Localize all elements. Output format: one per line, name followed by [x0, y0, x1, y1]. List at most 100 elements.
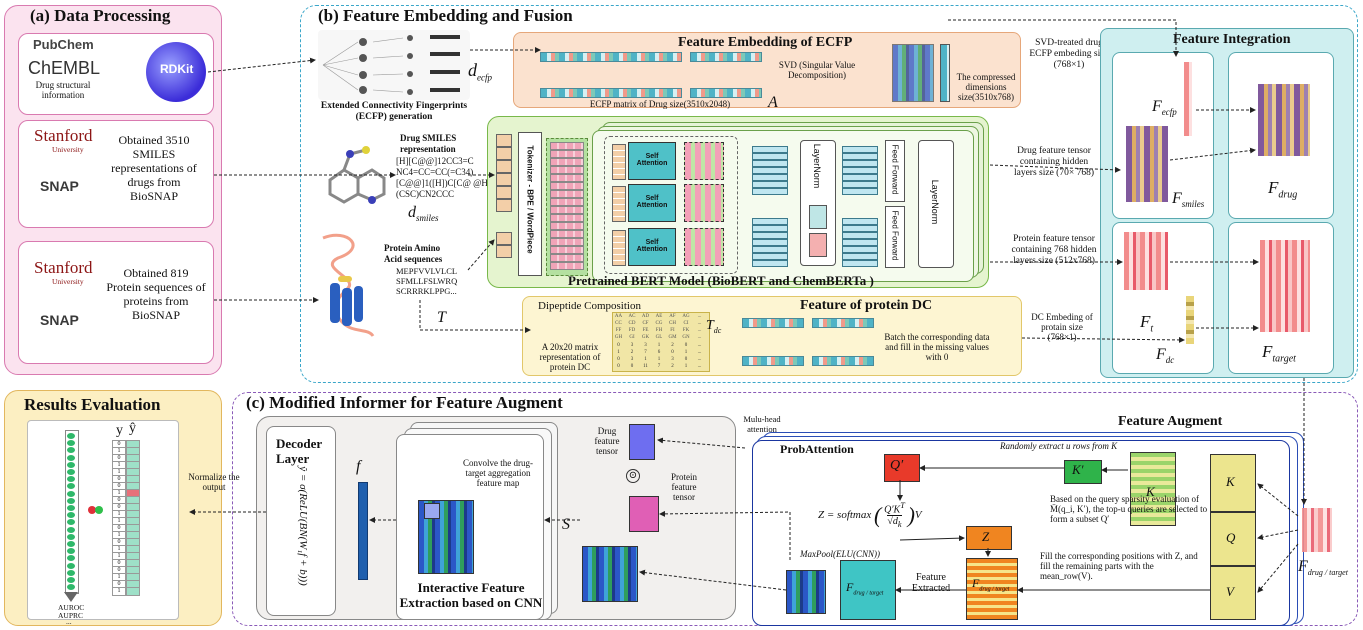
- panel-a-title: (a) Data Processing: [30, 6, 171, 25]
- arrow-protein-token: [467, 239, 495, 271]
- dc-header-cell: GH: [614, 335, 623, 340]
- dc-batch-row-4: [812, 356, 874, 366]
- bert-output-cell: [842, 218, 878, 225]
- bert-output-cell: [752, 253, 788, 260]
- f-vector: [358, 482, 368, 580]
- d-smiles-label: dsmiles: [408, 204, 439, 223]
- dc-value-cell: 3: [671, 357, 674, 362]
- v-label: V: [1226, 584, 1234, 599]
- dc-header-cell: CI: [683, 321, 689, 326]
- svd-treated-label: SVD-treated drug ECFP embeding size (768…: [1029, 38, 1109, 70]
- feature-augment-title: Feature Augment: [1118, 414, 1223, 429]
- smiles-heatmap: [1126, 126, 1168, 202]
- arrow-dc-embed: [1021, 336, 1185, 343]
- embedding-cell: [550, 246, 584, 254]
- prediction-dot: [67, 555, 75, 562]
- drug-molecule-image: [320, 140, 392, 210]
- dc-header-cell: GN: [682, 335, 690, 340]
- F-ecfp-main: F: [1152, 98, 1162, 115]
- dc-matrix-text: A 20x20 matrix representation of protein…: [539, 342, 601, 372]
- embedding-cell: [550, 142, 584, 150]
- embedding-cell: [550, 222, 584, 230]
- dc-header-cell: GK: [641, 335, 650, 340]
- rdkit-logo: RDKit: [146, 42, 206, 102]
- ecfp-embedding-title: Feature Embedding of ECFP: [678, 35, 853, 50]
- self-attention-label: Self Attention: [636, 195, 668, 209]
- svd-label: SVD (Singular Value Decomposition): [778, 60, 856, 80]
- F-ecfp-sub: ecfp: [1161, 107, 1177, 118]
- dc-value-cell: 0: [684, 357, 688, 362]
- bert-output-cell: [842, 160, 878, 167]
- embedding-cell: [550, 166, 584, 174]
- input-token: [496, 245, 512, 258]
- layernorm-block-2: LayerNorm: [918, 140, 954, 268]
- pubchem-logo: PubChem: [33, 37, 94, 52]
- F-ecfp-label: Fecfp: [1152, 98, 1177, 117]
- dc-header-cell: CH: [669, 321, 676, 326]
- drug-tensor-label: Drug feature tensor containing hidden la…: [1013, 146, 1094, 178]
- attention-cells-left: [612, 186, 626, 222]
- chembl-logo: ChEMBL: [28, 58, 101, 78]
- stanford-university-label-2: University: [52, 277, 84, 286]
- dc-embed-label: DC Embeding of protain size (768×1): [1031, 312, 1093, 342]
- dc-header-cell: GL: [655, 335, 663, 340]
- input-token: [496, 134, 512, 147]
- arrow-to-q: [1257, 529, 1299, 540]
- q-label: Q: [1226, 530, 1236, 545]
- snap-logo: SNAP: [40, 178, 79, 194]
- bert-output-cell: [752, 225, 788, 232]
- dc-value-cell: 1: [617, 350, 620, 355]
- q-prime-label: Q′: [890, 458, 904, 473]
- attention-group-box: [604, 136, 738, 274]
- F-target-sub: target: [1272, 353, 1296, 365]
- bert-output-cell: [752, 188, 788, 195]
- input-token: [496, 147, 512, 160]
- source-stanford-protein-box: [18, 241, 214, 364]
- embedding-cell: [550, 150, 584, 158]
- f-out-main: F: [846, 580, 854, 594]
- rdkit-logo-text: RDKit: [160, 62, 194, 76]
- feed-forward-block-2: Feed Forward: [885, 206, 905, 268]
- dc-value-cell: 1: [684, 350, 688, 355]
- f-dt-sub: drug / target: [1307, 568, 1348, 578]
- random-extract-text: Randomly extract u rows from K: [1000, 441, 1118, 451]
- dc-value-cell: 0: [617, 343, 620, 348]
- F-dc-label: Fdc: [1156, 346, 1174, 365]
- dc-header-cell: FI: [670, 328, 675, 333]
- dc-header-cell: CC: [615, 321, 622, 326]
- arrow-to-v: [1257, 543, 1299, 593]
- self-attention-label: Self Attention: [636, 153, 668, 167]
- interactive-title: Interactive Feature Extraction based on …: [399, 580, 543, 610]
- embedding-cell: [550, 230, 584, 238]
- ecfp-vector: [1184, 62, 1192, 136]
- fill-z-text: Fill the corresponding positions with Z,…: [1040, 551, 1198, 581]
- prediction-dot: [67, 454, 75, 461]
- dc-header-cell: AG: [682, 314, 690, 319]
- d-smiles-main: d: [408, 204, 416, 221]
- z-block: [966, 526, 1012, 550]
- F-dc-sub: dc: [1165, 355, 1175, 366]
- dc-value-cell: 3: [644, 343, 647, 348]
- dc-value-cell: 0: [671, 350, 674, 355]
- input-token: [496, 199, 512, 212]
- arrow-to-drug-tensor: [657, 437, 746, 449]
- prediction-dot: [67, 433, 75, 439]
- self-attention-block: Self Attention: [628, 228, 676, 266]
- bert-output-cell: [842, 167, 878, 174]
- dc-batch-row-1: [742, 318, 804, 328]
- input-token: [496, 232, 512, 245]
- layernorm-cell-a: [809, 205, 827, 229]
- y-cell: 1: [112, 587, 126, 596]
- prediction-dot: [67, 562, 75, 569]
- input-token: [496, 186, 512, 199]
- multihead-label: Mulu-head attention: [743, 414, 781, 434]
- input-token: [496, 160, 512, 173]
- prediction-dot: [67, 469, 75, 475]
- drug-tensor-block: [629, 424, 655, 460]
- softmax-close: ): [907, 502, 915, 528]
- bert-output-cell: [842, 246, 878, 253]
- prediction-dot: [67, 505, 75, 511]
- embedding-cell: [550, 158, 584, 166]
- S-label: S: [562, 516, 570, 533]
- prediction-dot: [67, 497, 75, 504]
